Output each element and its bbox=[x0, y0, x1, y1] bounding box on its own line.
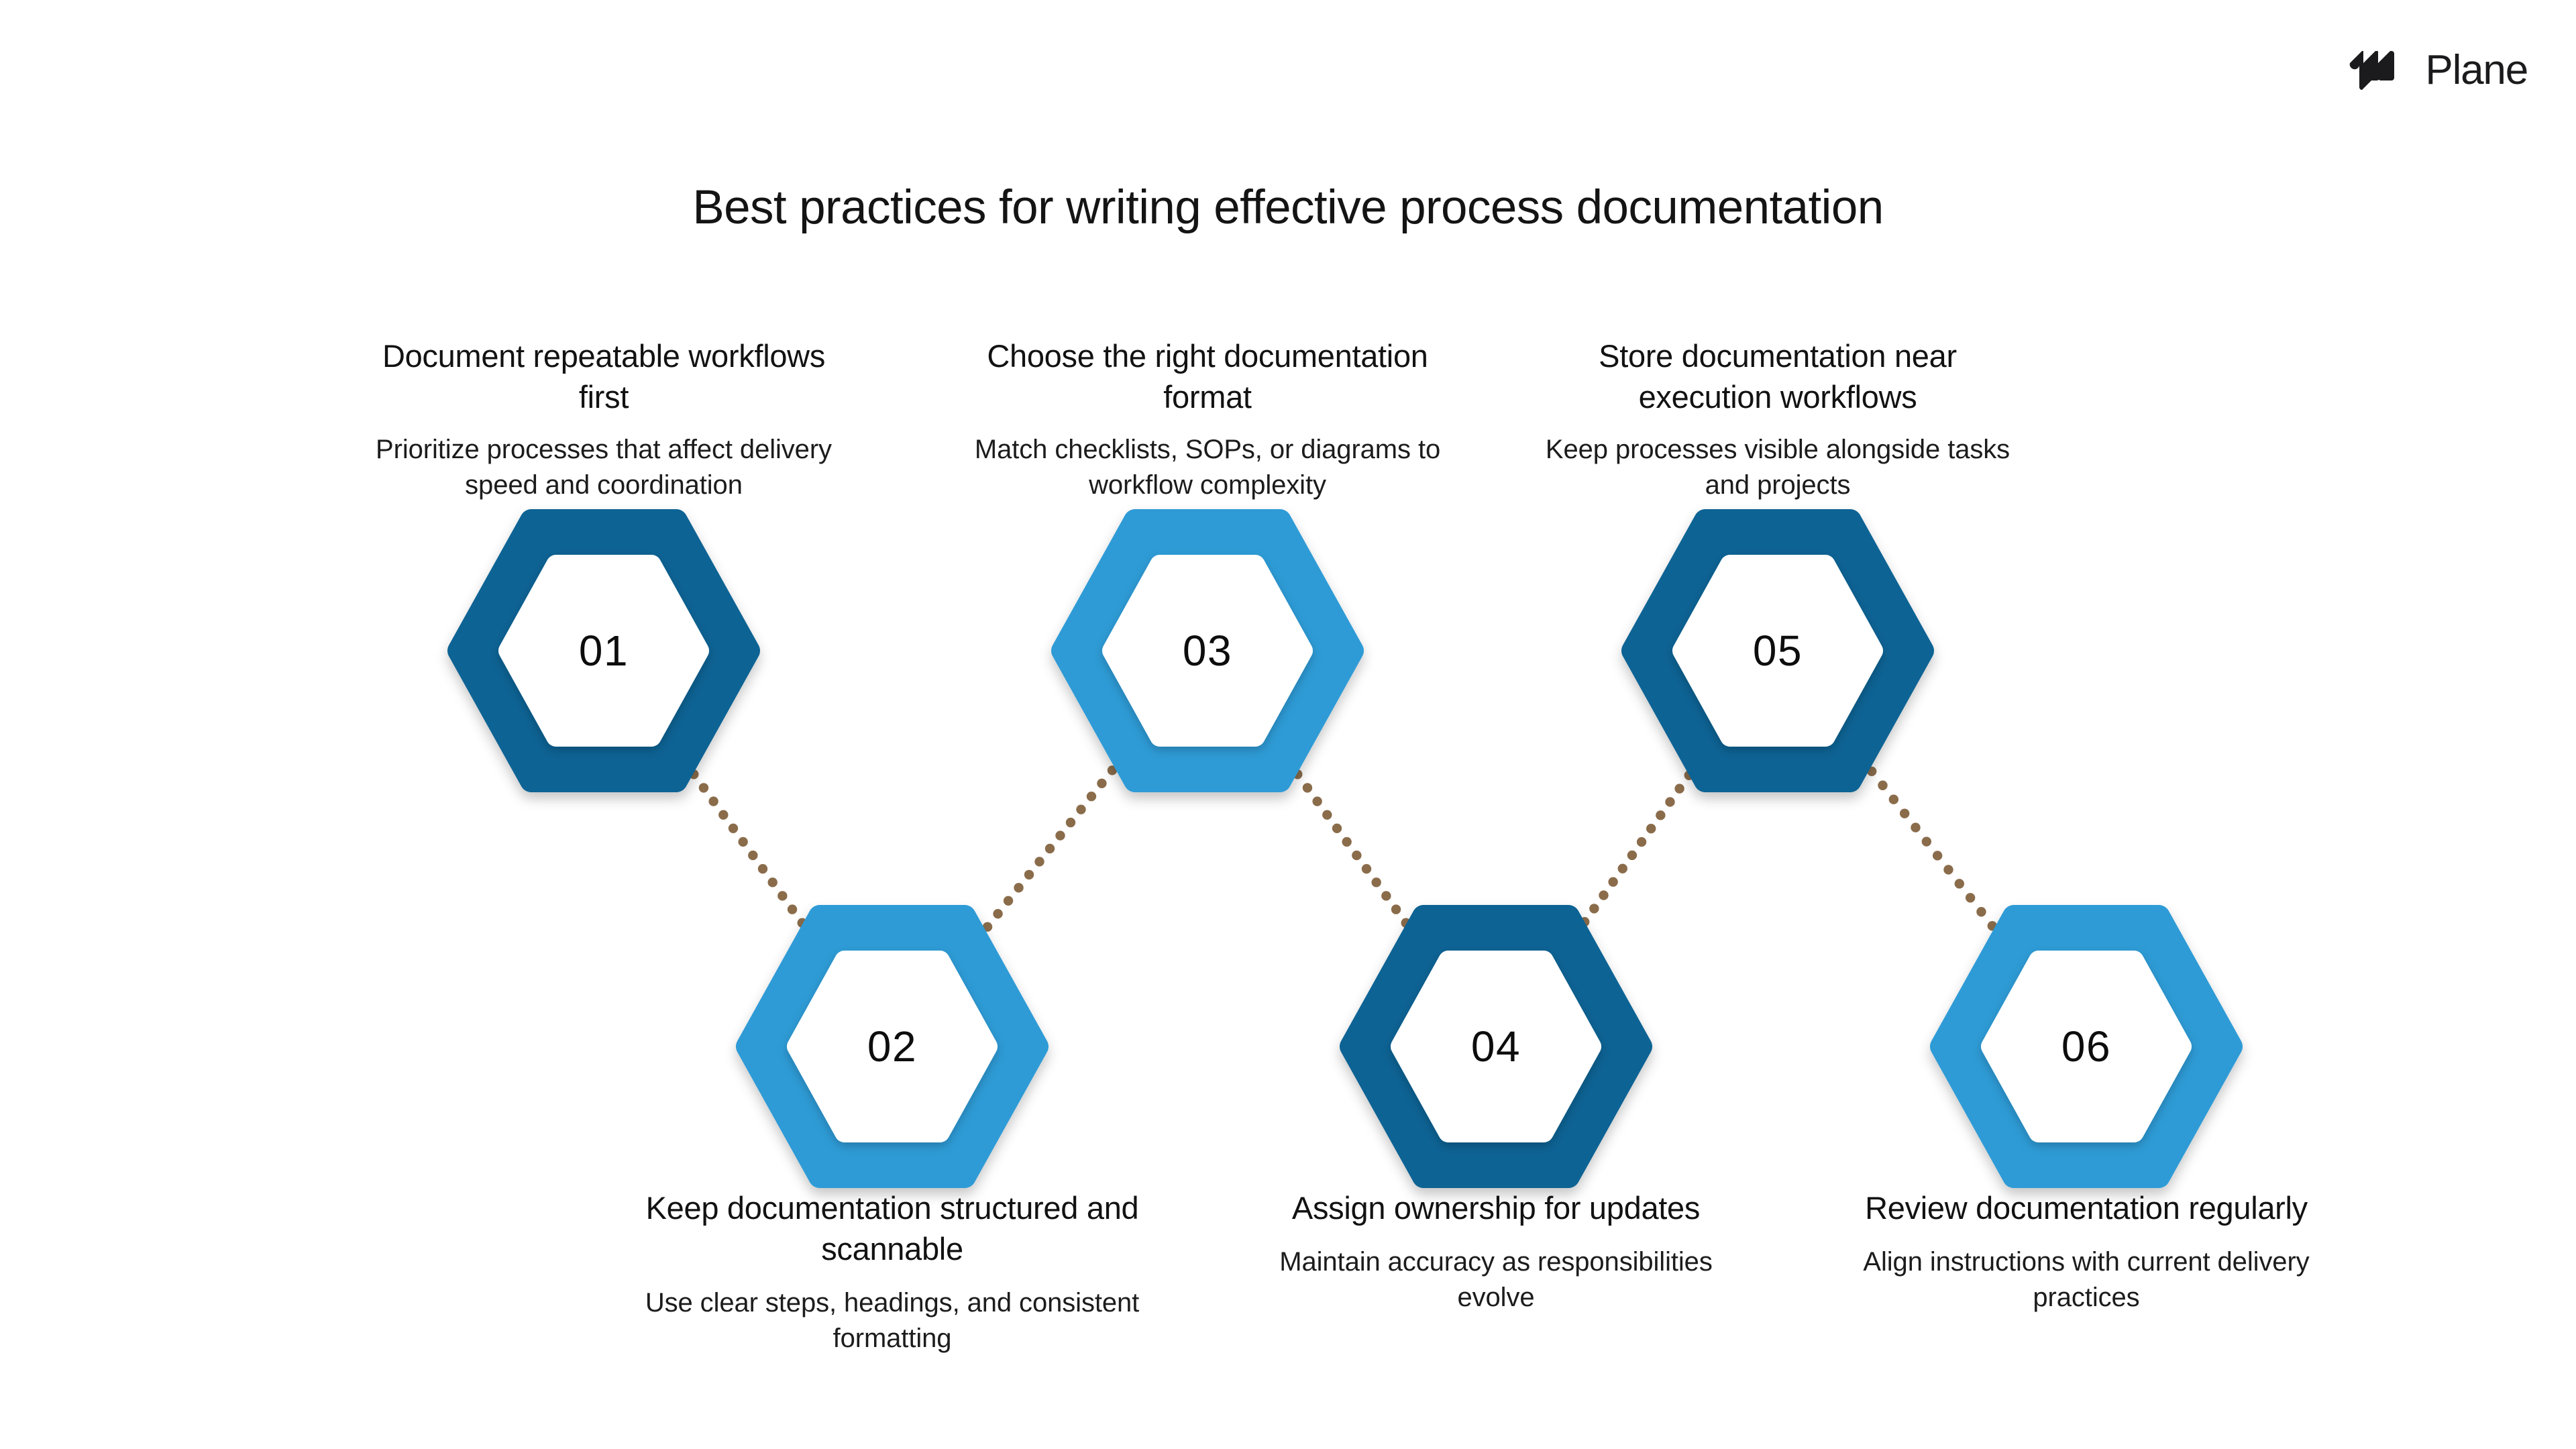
connector-dot bbox=[1954, 879, 1965, 889]
connector-dot bbox=[1086, 792, 1097, 802]
step-description-02: Use clear steps, headings, and consisten… bbox=[645, 1288, 1140, 1353]
connector-dot bbox=[1617, 863, 1627, 874]
step-heading-02: Keep documentation structured and scanna… bbox=[645, 1190, 1139, 1267]
brand-name: Plane bbox=[2425, 47, 2528, 93]
connector-dot bbox=[1076, 804, 1086, 814]
connector-dot bbox=[718, 810, 729, 820]
connector-dot bbox=[1312, 796, 1322, 806]
brand-logo: Plane bbox=[2349, 46, 2528, 95]
connector-dot bbox=[1097, 778, 1107, 788]
step-description-03: Match checklists, SOPs, or diagrams to w… bbox=[974, 435, 1441, 500]
hex-inner-face bbox=[1672, 555, 1883, 747]
connector-dot bbox=[1932, 851, 1943, 861]
connector-dot bbox=[1656, 810, 1666, 820]
connector-dot bbox=[1391, 904, 1401, 914]
connector-dot bbox=[1044, 843, 1055, 854]
hex-node-01: 01 bbox=[447, 509, 760, 792]
hex-node-06: 06 bbox=[1930, 905, 2243, 1188]
connector-dot bbox=[1674, 784, 1684, 794]
connector-dot bbox=[982, 922, 993, 932]
connector-dot bbox=[777, 891, 788, 901]
plane-logo-icon bbox=[2350, 51, 2395, 90]
hex-number-label: 02 bbox=[867, 1022, 918, 1071]
step-heading-05: Store documentation near execution workf… bbox=[1599, 338, 1957, 415]
step-heading-04: Assign ownership for updates bbox=[1291, 1190, 1701, 1226]
step-description-01: Prioritize processes that affect deliver… bbox=[376, 435, 832, 500]
connector-dot bbox=[787, 904, 798, 914]
hex-node-03: 03 bbox=[1051, 509, 1364, 792]
connector-dot bbox=[1665, 797, 1675, 807]
connector-dot bbox=[748, 850, 758, 861]
connector-dot bbox=[1943, 865, 1953, 875]
connector-dot bbox=[1371, 877, 1381, 888]
connector-dot bbox=[1878, 780, 1888, 790]
connector-dot bbox=[1342, 837, 1352, 847]
step-description-05: Keep processes visible alongside tasks a… bbox=[1545, 435, 2010, 500]
hex-node-05: 05 bbox=[1621, 509, 1934, 792]
hex-node-04: 04 bbox=[1340, 905, 1652, 1188]
step-heading-01: Document repeatable workflows first bbox=[382, 338, 826, 415]
connector-dot bbox=[698, 783, 709, 793]
connector-dot bbox=[1965, 893, 1976, 903]
hex-inner-face bbox=[498, 555, 709, 747]
hex-node-02: 02 bbox=[736, 905, 1049, 1188]
connector-dot bbox=[1646, 824, 1656, 834]
connector-dot bbox=[1055, 830, 1065, 841]
connector-dot bbox=[1003, 896, 1014, 906]
step-heading-03: Choose the right documentation format bbox=[987, 338, 1428, 415]
hex-number-label: 05 bbox=[1752, 627, 1803, 675]
hex-number-label: 03 bbox=[1182, 627, 1233, 675]
hex-inner-face bbox=[787, 951, 998, 1142]
connector-dot bbox=[1361, 864, 1372, 874]
connector-dot bbox=[1322, 810, 1332, 820]
step-description-06: Align instructions with current delivery… bbox=[1863, 1247, 2310, 1312]
connector-dot bbox=[1014, 883, 1024, 893]
connector-dot bbox=[1899, 808, 1910, 818]
connector-dot bbox=[1599, 890, 1609, 900]
connector-dot bbox=[1302, 783, 1313, 793]
connector-dot bbox=[1627, 850, 1638, 861]
connector-dot bbox=[1024, 869, 1034, 880]
step-text-05: Store documentation near execution workf… bbox=[1529, 262, 2026, 503]
step-heading-06: Review documentation regularly bbox=[1865, 1190, 2308, 1226]
connector-dot bbox=[1911, 822, 1921, 833]
connector-dot bbox=[1332, 823, 1342, 834]
connector-dot bbox=[708, 796, 718, 806]
connector-dot bbox=[738, 837, 748, 847]
page-title: Best practices for writing effective pro… bbox=[692, 180, 1884, 234]
connector-dot bbox=[728, 823, 739, 834]
hex-inner-face bbox=[1391, 951, 1601, 1142]
connector-dot bbox=[993, 909, 1003, 919]
connector-dot bbox=[1608, 877, 1618, 887]
step-description-04: Maintain accuracy as responsibilities ev… bbox=[1279, 1247, 1713, 1312]
connector-dot bbox=[1888, 794, 1899, 804]
hex-inner-face bbox=[1102, 555, 1313, 747]
connector-dot bbox=[1921, 837, 1932, 847]
hex-inner-face bbox=[1981, 951, 2192, 1142]
connector-dot bbox=[1976, 907, 1986, 917]
step-text-02: Keep documentation structured and scanna… bbox=[644, 1187, 1140, 1356]
connector-dot bbox=[1065, 817, 1076, 828]
connector-dot bbox=[1107, 765, 1118, 775]
connector-dot bbox=[1589, 904, 1599, 914]
connector-dot bbox=[1381, 891, 1391, 901]
connector-dot bbox=[757, 864, 768, 874]
connector-dot bbox=[1636, 837, 1647, 847]
hex-number-label: 01 bbox=[578, 627, 629, 675]
connector-dot bbox=[1352, 850, 1362, 861]
hex-number-label: 04 bbox=[1470, 1022, 1521, 1071]
connector-dot bbox=[1034, 857, 1044, 867]
connector-dot bbox=[767, 877, 777, 888]
hex-number-label: 06 bbox=[2061, 1022, 2112, 1071]
